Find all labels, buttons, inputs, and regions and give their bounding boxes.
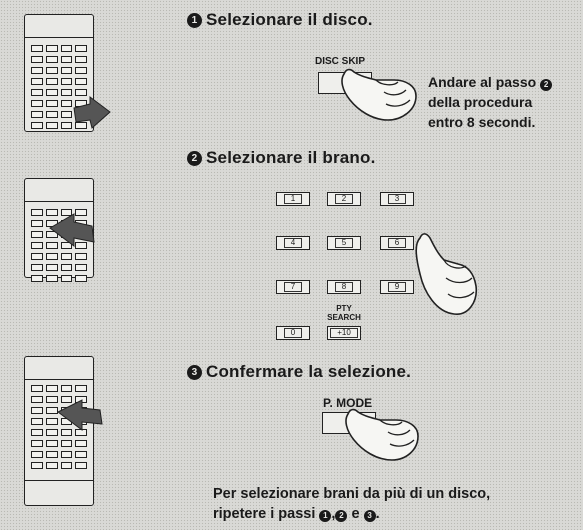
remote-top: [25, 179, 93, 202]
key-0[interactable]: 0: [276, 326, 310, 340]
pressing-hand-icon: [341, 68, 417, 121]
pointer-arrow-icon: [57, 399, 103, 431]
pressing-hand-icon: [345, 408, 419, 461]
pointer-arrow-icon: [73, 96, 111, 129]
remote-bottom: [25, 480, 93, 505]
step-2-ref-icon: 2: [540, 79, 553, 91]
key-6[interactable]: 6: [380, 236, 414, 250]
step-number-badge: 3: [187, 364, 202, 380]
step-number-badge: 2: [187, 150, 202, 166]
step-2-title: Selezionare il brano.: [206, 148, 376, 167]
remote-button-grid: [31, 45, 87, 129]
remote-control-illustration-1: [24, 14, 94, 132]
step-1-note: Andare al passo 2 della procedura entro …: [428, 72, 578, 132]
multi-disc-note: Per selezionare brani da più di un disco…: [213, 484, 583, 524]
key-plus-10[interactable]: +10: [327, 326, 361, 340]
note-line-1: Andare al passo: [428, 74, 537, 90]
key-7[interactable]: 7: [276, 280, 310, 294]
step-3-title: Confermare la selezione.: [206, 362, 412, 381]
pty-search-label: PTY SEARCH: [327, 304, 361, 322]
key-8[interactable]: 8: [327, 280, 361, 294]
step-1-ref-icon: 1: [319, 510, 332, 522]
step-3-ref-icon: 3: [363, 510, 376, 522]
remote-top: [25, 357, 93, 380]
pressing-hand-icon: [415, 233, 478, 315]
disc-skip-label: DISC SKIP: [315, 56, 366, 67]
step-1-heading: 1 Selezionare il disco.: [187, 10, 373, 30]
note-line-3: entro 8 secondi.: [428, 114, 536, 130]
note-line-1: Per selezionare brani da più di un disco…: [213, 486, 491, 502]
remote-top: [25, 15, 93, 38]
note-line-2: ripetere i passi 1,2 e 3.: [213, 506, 380, 522]
p-mode-label: P. MODE: [323, 396, 373, 410]
note-line-2: della procedura: [428, 94, 533, 110]
key-5[interactable]: 5: [327, 236, 361, 250]
step-number-badge: 1: [187, 12, 202, 28]
step-2-heading: 2 Selezionare il brano.: [187, 148, 376, 168]
pointer-arrow-icon: [49, 213, 95, 247]
key-2[interactable]: 2: [327, 192, 361, 206]
key-9[interactable]: 9: [380, 280, 414, 294]
step-2-ref-icon: 2: [335, 510, 348, 522]
key-1[interactable]: 1: [276, 192, 310, 206]
key-3[interactable]: 3: [380, 192, 414, 206]
key-4[interactable]: 4: [276, 236, 310, 250]
step-3-heading: 3 Confermare la selezione.: [187, 362, 411, 382]
step-1-title: Selezionare il disco.: [206, 10, 373, 29]
